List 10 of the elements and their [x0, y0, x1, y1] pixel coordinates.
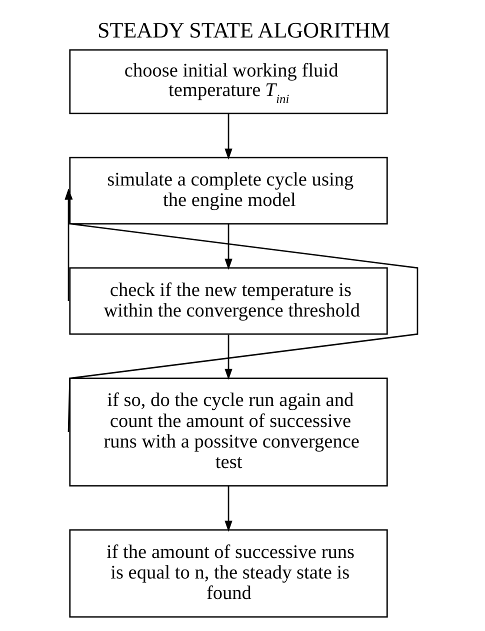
node-box: if so, do the cycle run again and count the amount of successive runs with a possitve convergence test — [68, 378, 388, 487]
node-box: simulate a complete cycle using the engine model — [68, 156, 388, 224]
diagram-title: STEADY STATE ALGORITHM — [96, 17, 390, 42]
arrow — [224, 114, 232, 160]
node-box: if the amount of successive runs is equal to n, the steady state is found — [68, 529, 388, 618]
arrow — [224, 334, 232, 380]
node-box: choose initial working fluid temperature T$_{ini}$ — [68, 49, 388, 114]
node-box: check if the new temperature is within the convergence threshold — [68, 267, 388, 335]
arrow — [224, 224, 232, 270]
arrow — [224, 486, 232, 532]
